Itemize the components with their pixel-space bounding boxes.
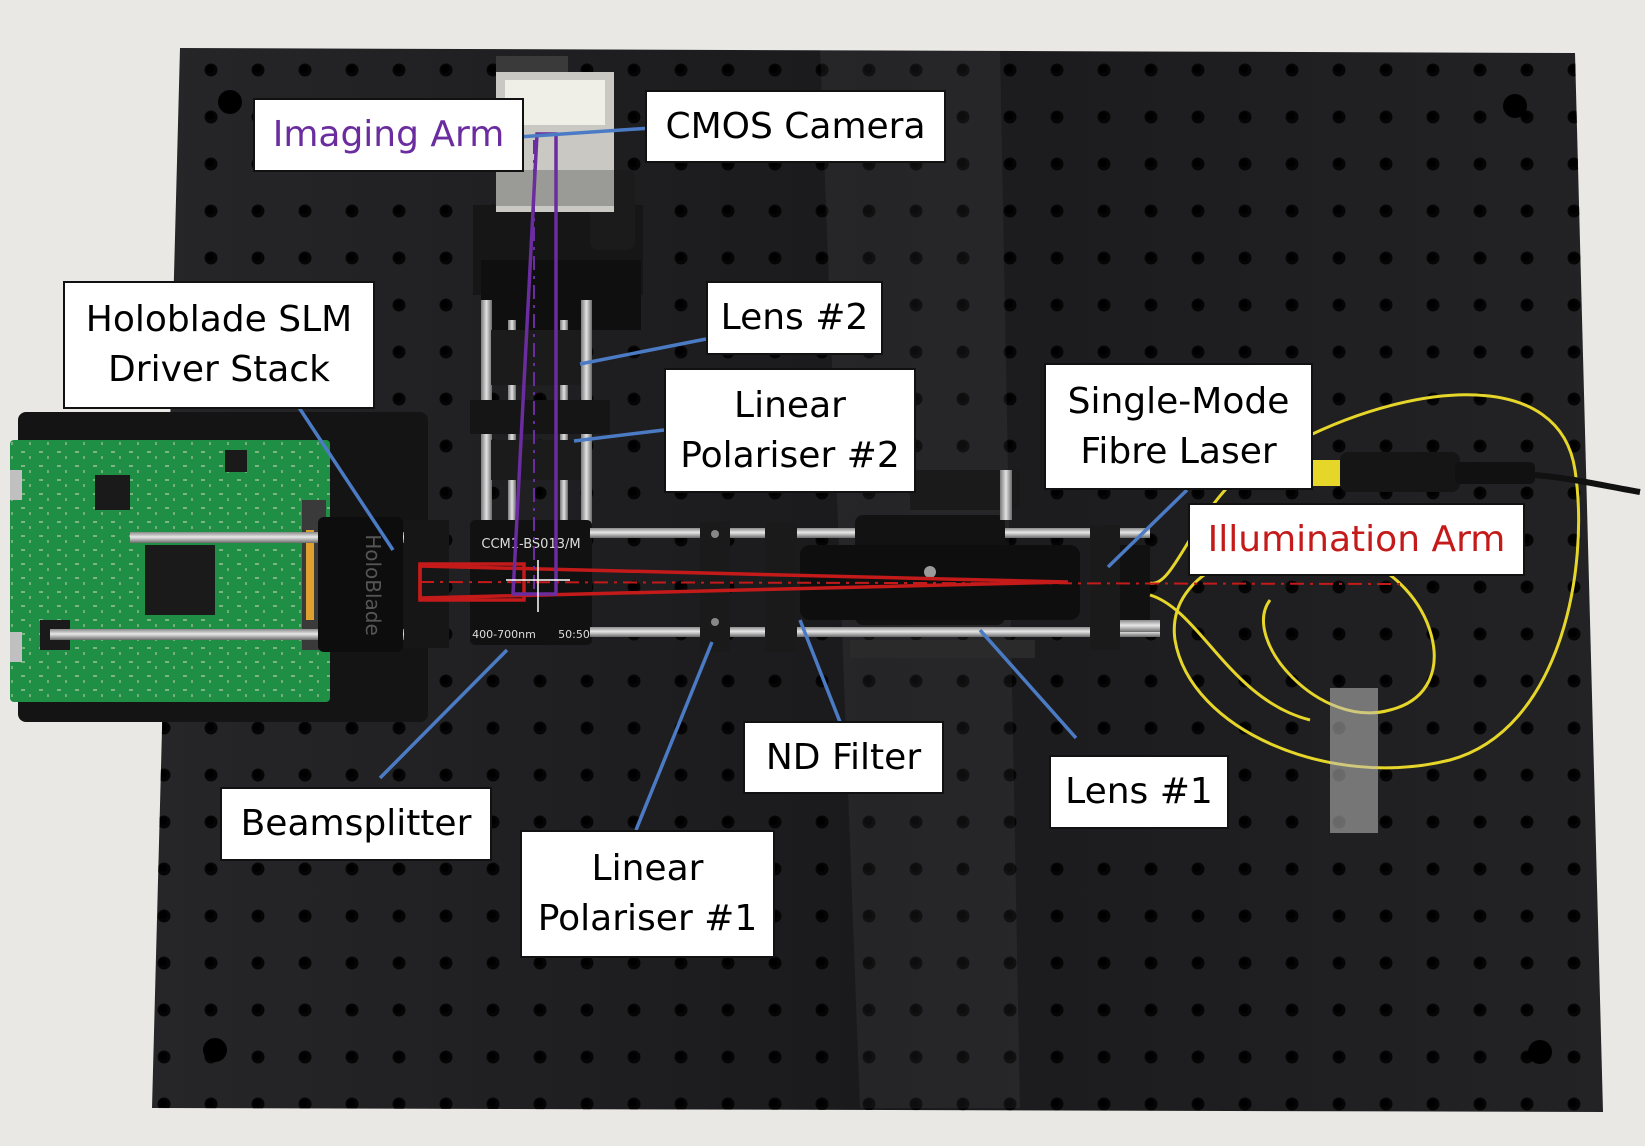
beamsplitter-model-text: CCM1-BS013/M bbox=[481, 537, 580, 552]
beamsplitter-ratio-text: 50:50 bbox=[558, 628, 590, 641]
linear-polariser-2-label: Linear Polariser #2 bbox=[664, 368, 916, 493]
polariser-1-mount bbox=[700, 522, 730, 652]
lens-1-label: Lens #1 bbox=[1049, 755, 1229, 829]
imaging-arm-label: Imaging Arm bbox=[253, 98, 524, 172]
cmos-camera-label: CMOS Camera bbox=[645, 90, 946, 163]
nd-filter-mount bbox=[765, 522, 797, 652]
beamsplitter-cube: CCM1-BS013/M 400-700nm 50:50 bbox=[470, 520, 592, 645]
illumination-beam bbox=[418, 562, 1401, 602]
beamsplitter-range-text: 400-700nm bbox=[472, 628, 536, 641]
tape-strip bbox=[1330, 688, 1378, 833]
illumination-arm-rail bbox=[590, 470, 1160, 658]
holoblade-slm-label: Holoblade SLM Driver Stack bbox=[63, 281, 375, 409]
lens-2-label: Lens #2 bbox=[706, 281, 883, 355]
holoblade-slm-mount: HoloBlade bbox=[318, 517, 449, 652]
illumination-arm-label: Illumination Arm bbox=[1188, 503, 1525, 576]
slm-brand-text: HoloBlade bbox=[361, 534, 385, 636]
lens-1-tube bbox=[800, 545, 1080, 620]
leader-lines bbox=[296, 126, 1189, 831]
linear-polariser-1-label: Linear Polariser #1 bbox=[520, 830, 775, 958]
nd-filter-label: ND Filter bbox=[743, 721, 944, 794]
beamsplitter-label: Beamsplitter bbox=[220, 787, 492, 861]
single-mode-fibre-laser-label: Single-Mode Fibre Laser bbox=[1044, 363, 1313, 490]
fibre-optic-cable bbox=[1149, 393, 1641, 833]
